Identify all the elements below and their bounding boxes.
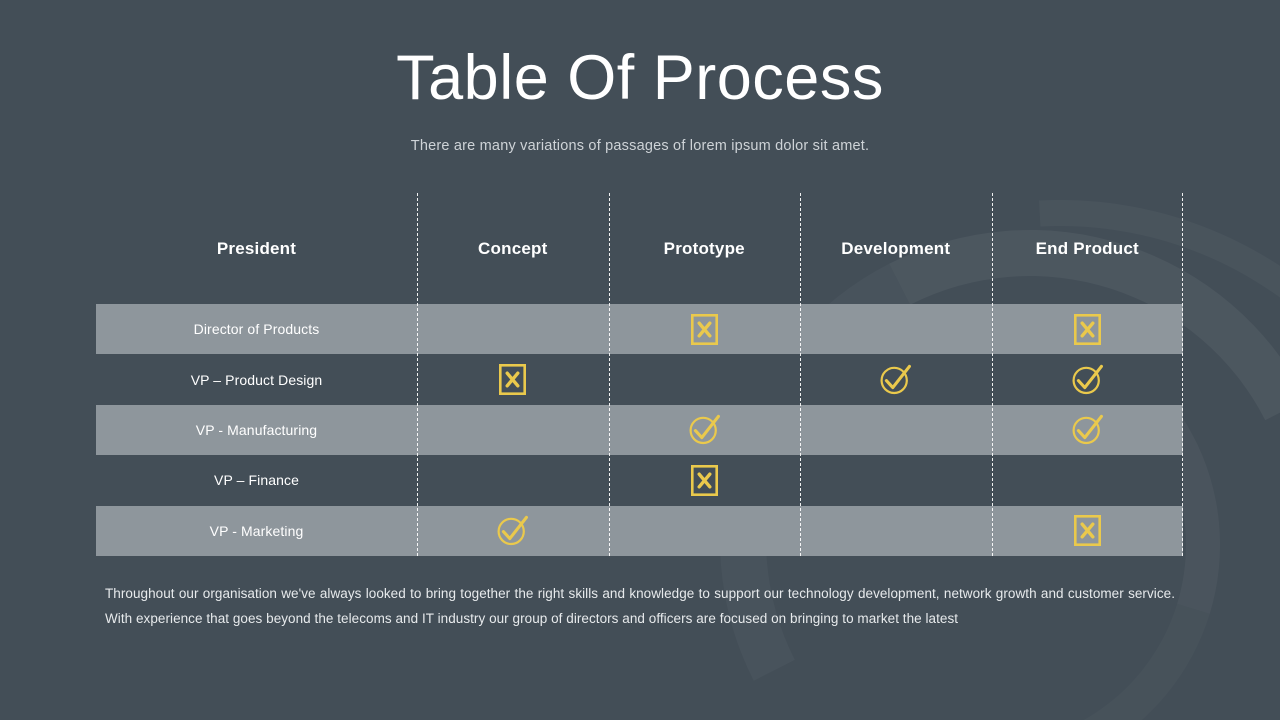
row-label: VP - Manufacturing [195,421,318,438]
cross-icon-svg [690,464,718,496]
cell-development [800,506,992,556]
column-divider-3 [800,193,801,556]
check-icon [879,363,912,396]
row-label: Director of Products [193,321,320,338]
cross-icon [690,464,718,496]
cell-endproduct [992,405,1184,455]
column-header-development: Development [841,238,951,258]
cell-endproduct [992,455,1184,505]
check-icon [688,413,721,446]
cell-development [800,354,992,404]
cross-icon-svg [499,364,527,396]
column-header-concept: Concept [478,238,548,258]
cross-icon [690,313,718,345]
cell-prototype [609,506,801,556]
column-header-prototype: Prototype [663,238,745,258]
table-row: Director of Products [96,304,1184,355]
cell-development [800,455,992,505]
check-icon-svg [1072,415,1103,445]
column-divider-4 [991,193,993,556]
process-table: President Concept Prototype Development … [96,193,1183,556]
check-icon-svg [1072,364,1103,395]
cell-endproduct [992,304,1184,354]
column-header-president: President [216,238,297,258]
check-icon [1071,363,1104,396]
cell-development [800,405,992,455]
cross-icon [1073,313,1101,345]
cell-endproduct [992,354,1184,404]
check-icon-svg [880,364,912,395]
column-divider-5 [1182,193,1183,556]
cross-icon-svg [1073,313,1101,345]
cell-concept [417,405,609,455]
row-label: VP – Finance [214,472,299,489]
column-header-endproduct: End Product [1035,238,1139,258]
cross-icon-svg [690,313,718,345]
cross-icon-svg [1073,515,1101,547]
table-row: VP - Manufacturing [96,404,1184,456]
cell-endproduct [992,506,1184,556]
footnote-paragraph: Throughout our organisation we've always… [105,586,1175,626]
row-label: VP – Product Design [190,371,323,388]
column-divider-2 [608,193,610,556]
page-title: Table Of Process [396,43,884,113]
cell-concept [417,455,609,505]
column-divider-1 [417,193,418,556]
cell-prototype [609,304,801,354]
cross-icon [499,364,527,396]
cell-concept [417,354,609,404]
cell-concept [417,506,609,556]
check-icon [1071,413,1104,446]
table-header-row: President Concept Prototype Development … [96,193,1183,304]
cell-prototype [609,455,801,505]
page-subtitle: There are many variations of passages of… [410,138,870,154]
cell-prototype [609,354,801,404]
cell-prototype [609,405,801,455]
row-label: VP - Marketing [209,522,304,539]
cell-development [800,304,992,354]
table-row: VP - Marketing [96,505,1184,556]
check-icon-svg [689,415,720,445]
cross-icon [1073,515,1101,547]
table-row: VP – Product Design [96,354,1184,405]
cell-concept [417,304,609,354]
check-icon [496,514,529,547]
check-icon-svg [497,516,529,546]
table-row: VP – Finance [96,455,1184,506]
